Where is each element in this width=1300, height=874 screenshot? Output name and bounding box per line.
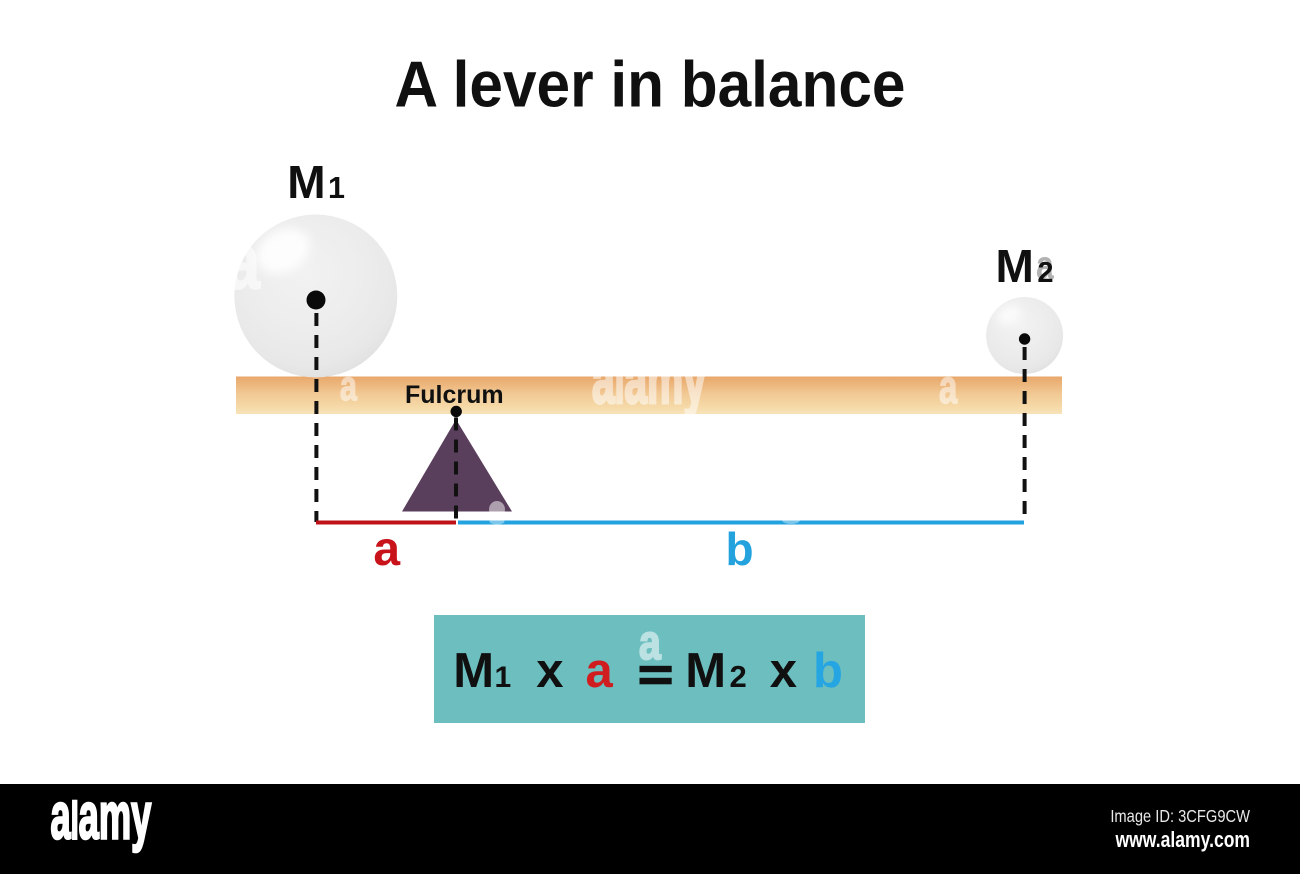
svg-text:a: a [1036,242,1055,287]
svg-text:M: M [685,644,726,698]
svg-text:a: a [586,644,614,698]
svg-text:alamy: alamy [1245,341,1300,417]
svg-text:a: a [373,523,400,576]
svg-text:x: x [536,644,563,698]
svg-text:www.alamy.com: www.alamy.com [1115,828,1250,853]
svg-text:Image ID: 3CFG9CW: Image ID: 3CFG9CW [1110,807,1250,826]
svg-text:alamy: alamy [51,780,152,853]
svg-text:a: a [939,360,958,413]
svg-text:a: a [226,218,261,305]
svg-text:a: a [639,616,661,670]
svg-text:b: b [813,644,843,698]
svg-text:2: 2 [730,659,747,694]
svg-text:Fulcrum: Fulcrum [405,381,504,409]
svg-text:x: x [770,644,797,698]
svg-text:b: b [725,523,753,575]
svg-text:1: 1 [495,661,512,694]
svg-text:alamy: alamy [592,341,706,417]
svg-text:M: M [453,644,494,698]
svg-text:a: a [340,362,357,409]
svg-text:A lever in balance: A lever in balance [395,48,906,121]
